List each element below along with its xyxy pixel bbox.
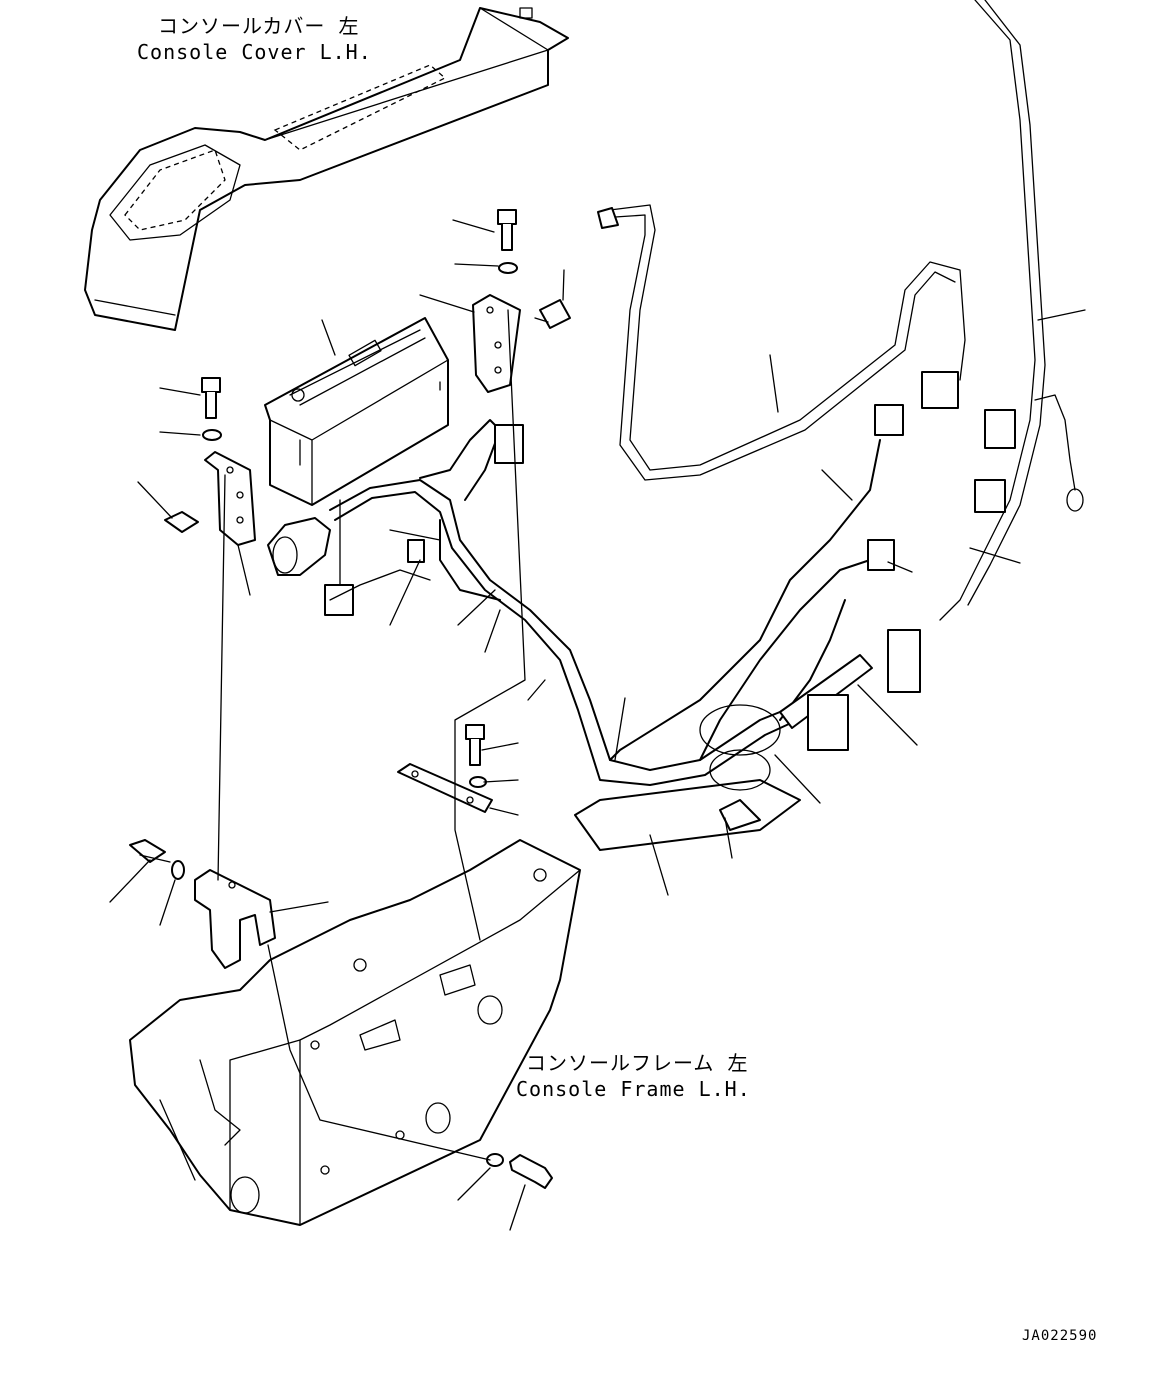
screw-side [164, 299, 571, 533]
assembly-lines [217, 309, 526, 1161]
controller-unit [264, 317, 449, 506]
bolt-top [497, 209, 518, 274]
bracket-right [472, 294, 521, 393]
console-cover-label-en: Console Cover L.H. [137, 40, 372, 64]
wiring-harness [329, 404, 904, 831]
console-frame [129, 839, 581, 1226]
harness-loop [597, 204, 966, 481]
leader-lines [109, 219, 1086, 1231]
bolt-left [201, 377, 222, 441]
stay-bracket [129, 839, 276, 969]
bracket-left [204, 451, 256, 546]
bottom-bolt [486, 1153, 553, 1189]
harness-right [887, 0, 1084, 693]
console-frame-label-jp: コンソールフレーム 左 [526, 1051, 749, 1075]
plate-bracket [397, 724, 493, 813]
duct [574, 779, 801, 851]
console-cover-label-jp: コンソールカバー 左 [158, 14, 360, 38]
console-frame-label-en: Console Frame L.H. [516, 1077, 751, 1101]
console-cover [84, 7, 569, 331]
drawing-code: JA022590 [1022, 1328, 1098, 1344]
